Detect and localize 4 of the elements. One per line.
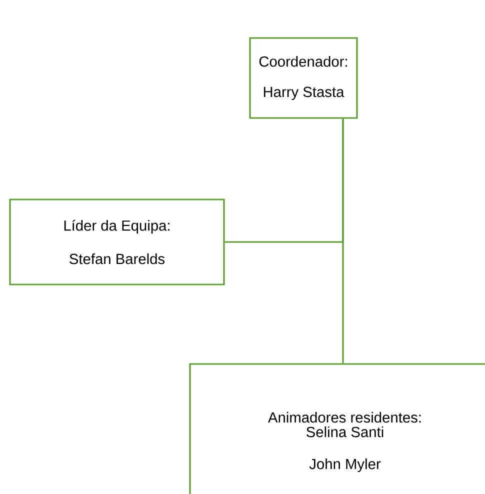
- org-box: Coordenador: Harry Stasta: [249, 37, 358, 119]
- connector-line: [224, 118, 344, 243]
- org-box: Animadores residentes: Selina Santi John Myler: [189, 363, 485, 494]
- org-box: Líder da Equipa: Stefan Barelds: [9, 198, 225, 286]
